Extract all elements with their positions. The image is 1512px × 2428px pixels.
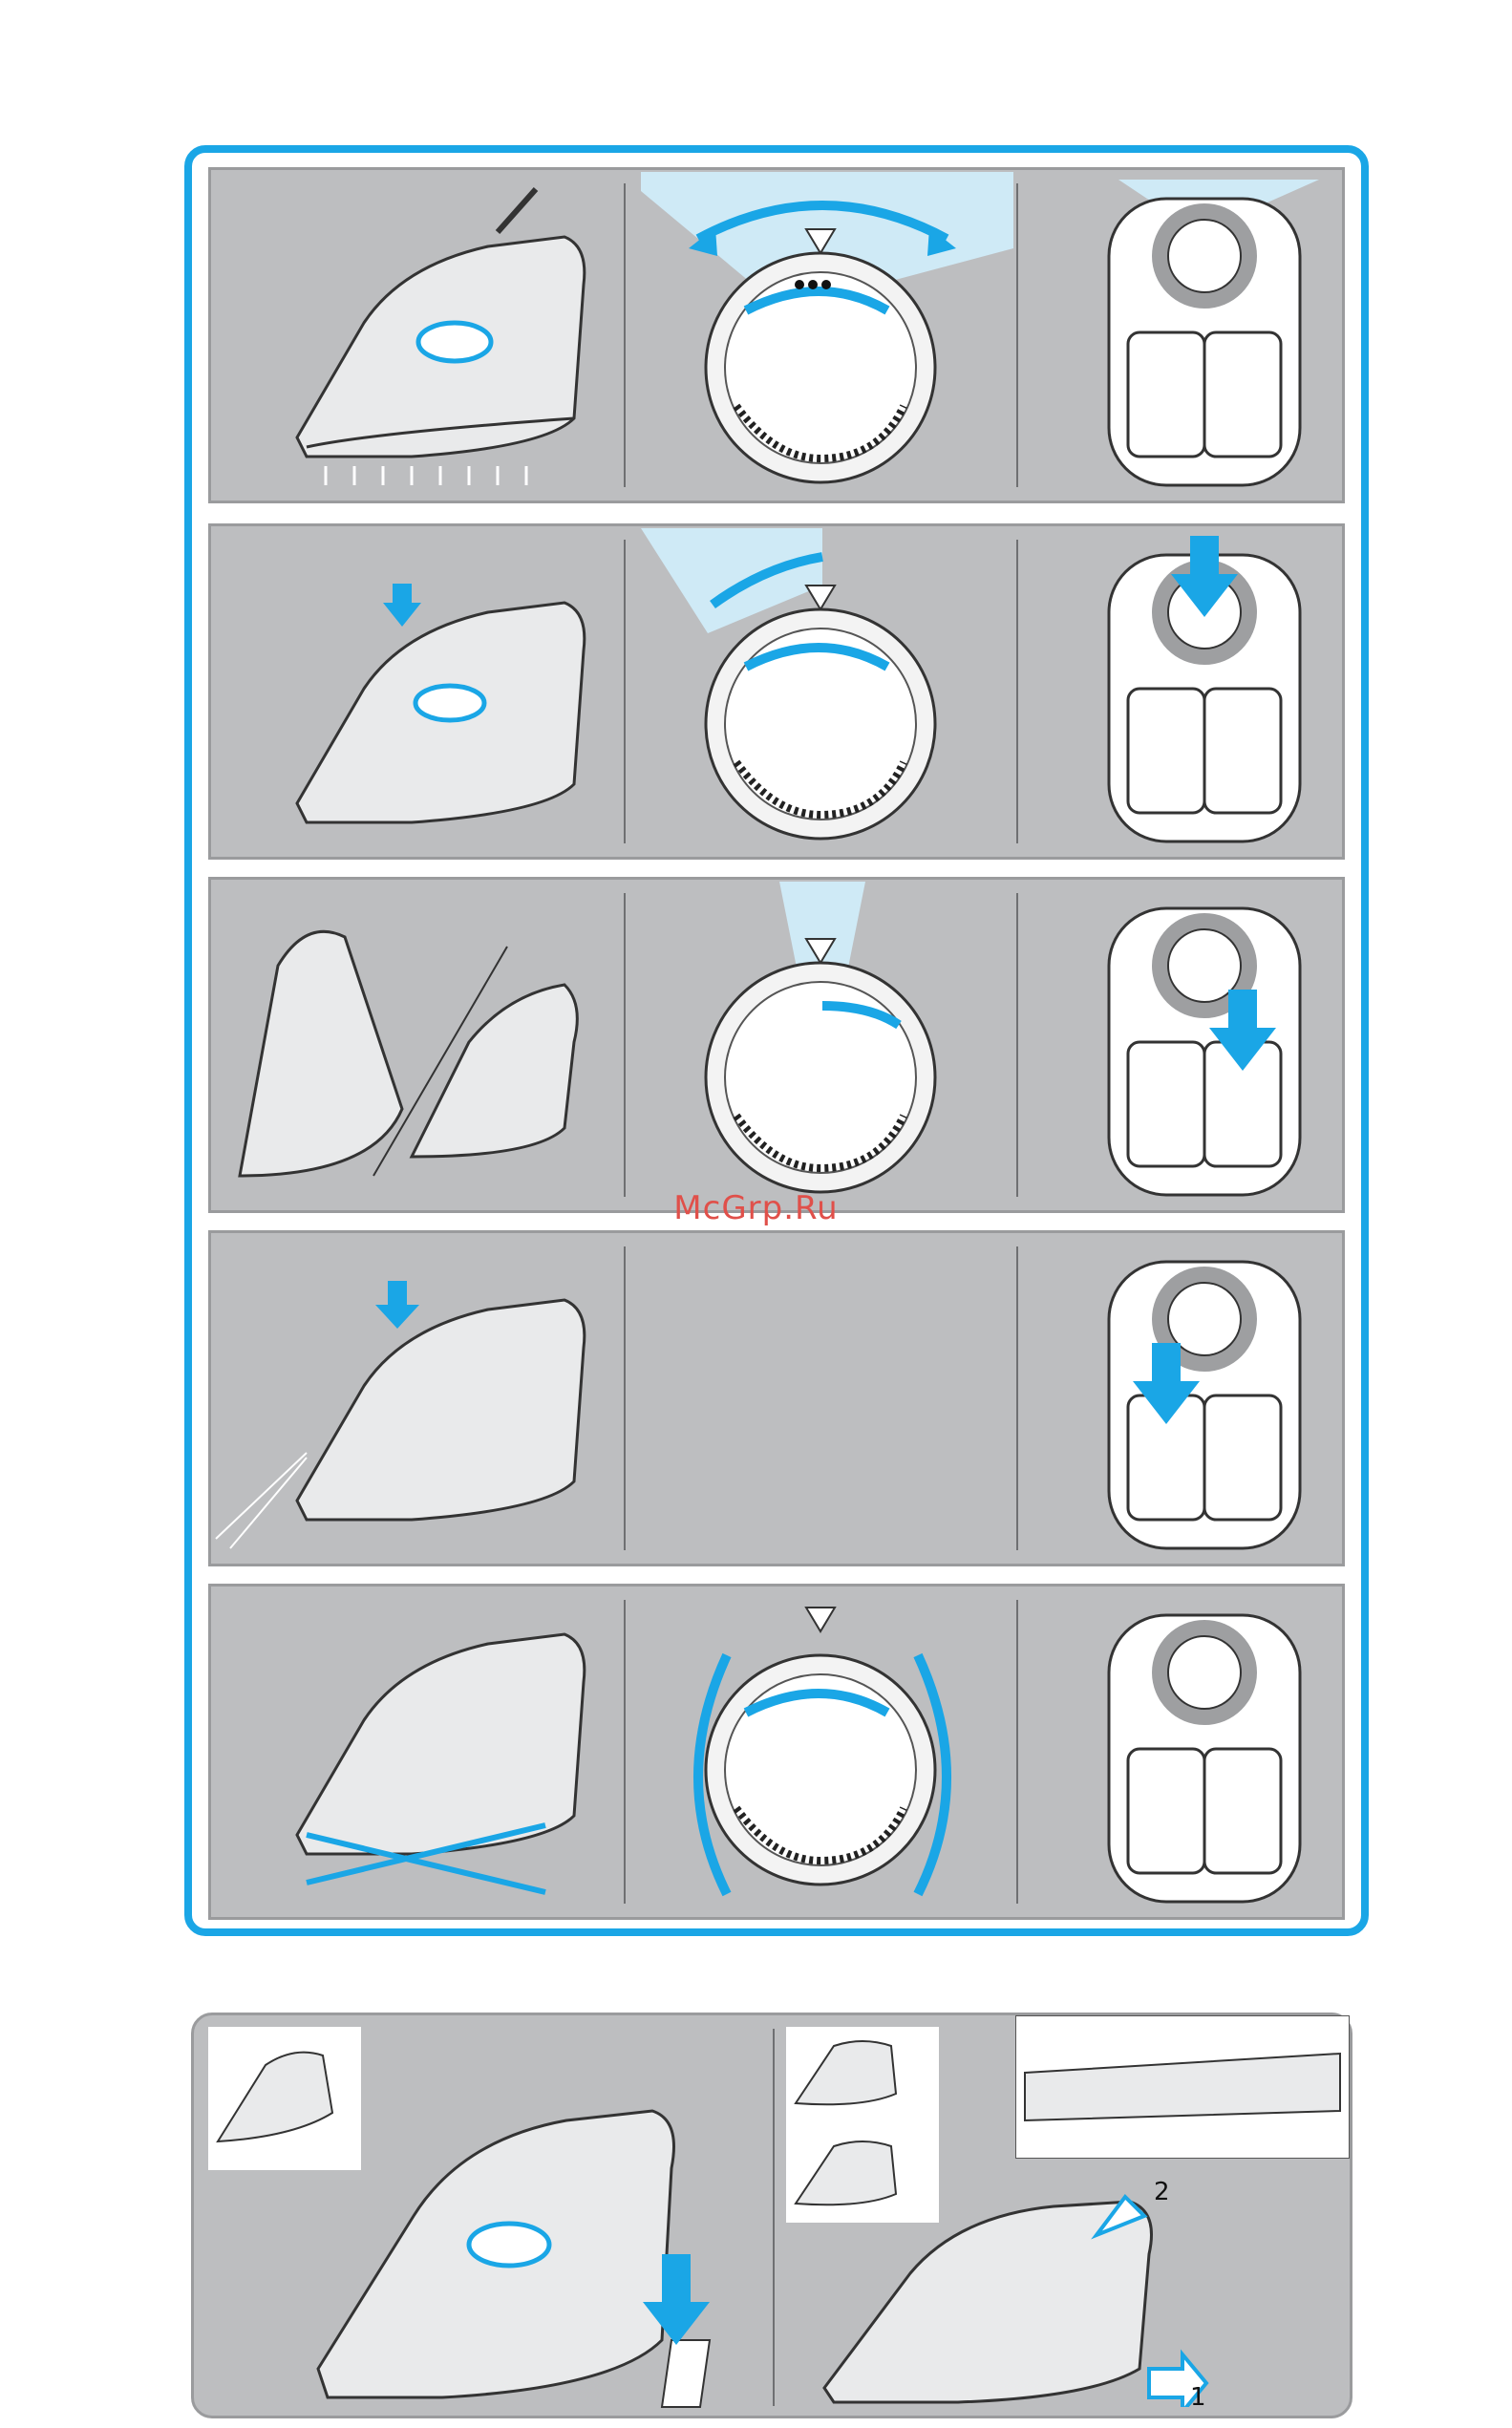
- step-row-5: [208, 1584, 1345, 1920]
- divider: [624, 1246, 626, 1550]
- divider: [624, 893, 626, 1197]
- temperature-dial: [631, 882, 1013, 1211]
- step-marker-1: 1: [1190, 2383, 1206, 2412]
- steam-control: [1090, 1596, 1319, 1911]
- steam-control: [1090, 180, 1319, 495]
- step-row-1: [208, 167, 1345, 503]
- iron-illustration: [221, 889, 612, 1204]
- temperature-dial: [631, 172, 1013, 501]
- watermark-text: McGrp.Ru: [0, 1189, 1512, 1227]
- temperature-dial: [631, 528, 1013, 858]
- iron-illustration: [259, 180, 612, 495]
- step-row-2: [208, 523, 1345, 860]
- steam-control: [1090, 536, 1319, 851]
- iron-illustration: [259, 536, 612, 851]
- divider: [624, 540, 626, 843]
- divider: [1016, 1246, 1018, 1550]
- iron-large-illustration: [251, 2025, 767, 2417]
- temperature-dial: [631, 1588, 1013, 1918]
- iron-illustration: [211, 1243, 612, 1558]
- divider: [624, 183, 626, 487]
- iron-illustration: [259, 1596, 612, 1911]
- detail-illustration: [1015, 2015, 1350, 2159]
- divider: [1016, 540, 1018, 843]
- divider: [773, 2029, 775, 2406]
- step-marker-2: 2: [1154, 2178, 1170, 2206]
- divider: [1016, 1600, 1018, 1904]
- divider: [1016, 893, 1018, 1197]
- steam-control: [1090, 889, 1319, 1204]
- divider: [624, 1600, 626, 1904]
- cleaning-instructions-block: 2 1: [191, 2013, 1352, 2418]
- steam-control: [1090, 1243, 1319, 1558]
- iron-release-illustration: [805, 2168, 1340, 2407]
- divider: [1016, 183, 1018, 487]
- step-row-4: [208, 1230, 1345, 1566]
- step-row-3: [208, 877, 1345, 1213]
